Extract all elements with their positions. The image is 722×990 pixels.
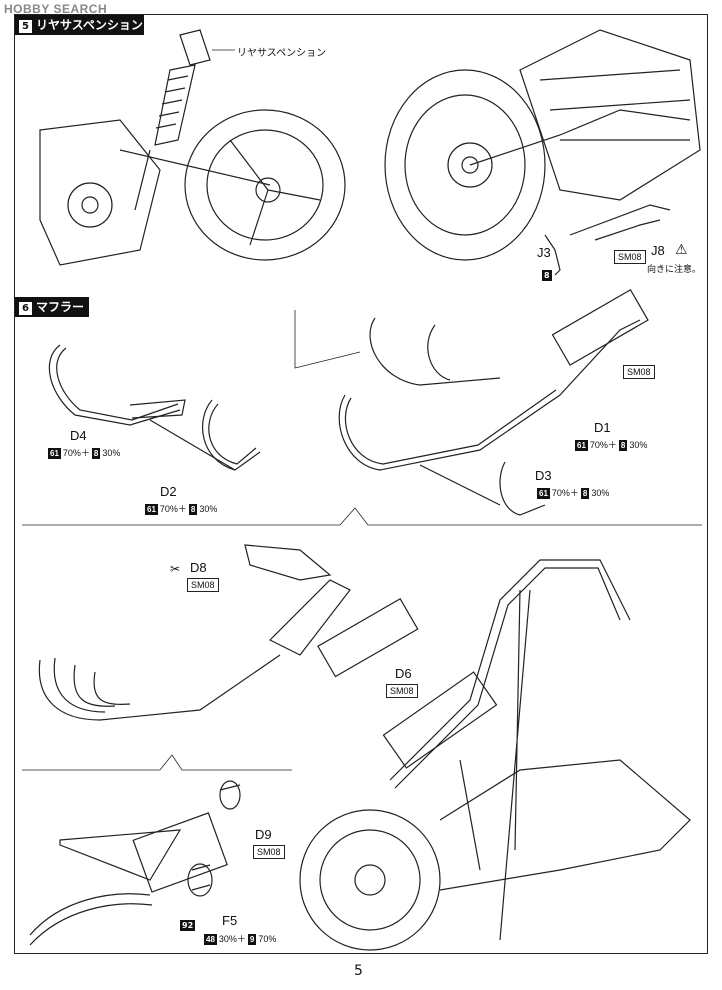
watermark-logo: HOBBY SEARCH bbox=[4, 2, 108, 16]
page-number: 5 bbox=[354, 963, 363, 979]
step-5-title: リヤサスペンション bbox=[36, 18, 143, 32]
rear-assembly-right bbox=[384, 29, 701, 276]
part-d1-sm-code: SM08 bbox=[623, 365, 655, 379]
cut-icon: ✂ bbox=[170, 562, 181, 576]
part-d8-sm-code: SM08 bbox=[187, 578, 219, 592]
part-d9-label: D9 bbox=[255, 827, 272, 842]
rear-shock-illustration bbox=[134, 29, 211, 211]
exhaust-d4-illustration bbox=[48, 344, 186, 426]
part-d8-label: D8 bbox=[190, 560, 207, 575]
part-j3-color: 8 bbox=[542, 270, 552, 281]
caution-icon: ⚠ bbox=[675, 242, 688, 258]
exhaust-d6-d8-illustration bbox=[38, 544, 419, 721]
part-f5-color-92: 92 bbox=[180, 920, 196, 931]
exhaust-d2-illustration bbox=[149, 399, 261, 471]
page-frame bbox=[14, 14, 708, 954]
part-j3-label: J3 bbox=[537, 245, 551, 260]
part-d6-label: D6 bbox=[395, 666, 412, 681]
part-d6-sm-code: SM08 bbox=[386, 684, 418, 698]
muffler-detail-illustration bbox=[29, 780, 241, 946]
part-d3-label: D3 bbox=[535, 468, 552, 483]
part-j8-label: J8 bbox=[651, 243, 665, 258]
swingarm-wheel-left bbox=[39, 109, 346, 266]
part-d2-label: D2 bbox=[160, 484, 177, 499]
part-j8-sm-code: SM08 bbox=[614, 250, 646, 264]
rear-suspension-callout: リヤサスペンション bbox=[237, 48, 327, 59]
step-6-header: 6 マフラー bbox=[15, 297, 89, 317]
step-5-header: 5 リヤサスペンション bbox=[15, 15, 144, 35]
step-6-title: マフラー bbox=[36, 300, 85, 314]
exhaust-d1-d3-illustration bbox=[338, 288, 649, 516]
part-f5-label: F5 bbox=[222, 913, 238, 928]
caution-note: 向きに注意。 bbox=[647, 265, 702, 275]
part-d9-sm-code: SM08 bbox=[253, 845, 285, 859]
step-6-number: 6 bbox=[19, 302, 32, 315]
part-d4-label: D4 bbox=[70, 428, 87, 443]
full-bike-exhaust-illustration bbox=[299, 559, 691, 951]
part-d1-label: D1 bbox=[594, 420, 611, 435]
step-5-number: 5 bbox=[19, 20, 32, 33]
